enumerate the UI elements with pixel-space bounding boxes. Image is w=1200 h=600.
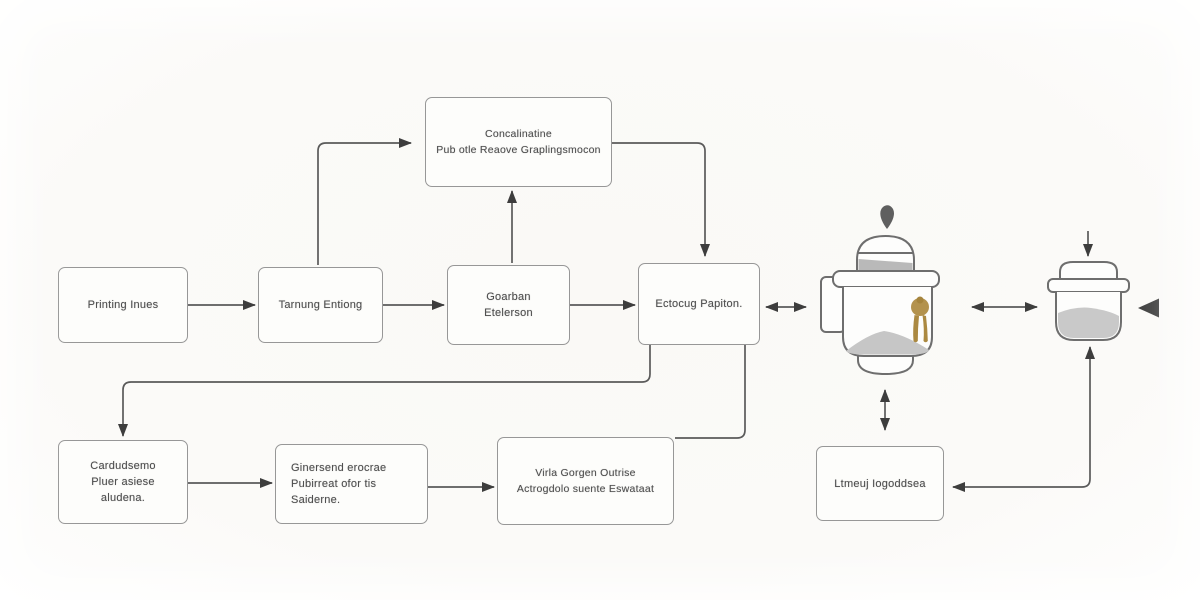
edge-step4-bottom3 (675, 345, 746, 439)
pot-lid (1059, 261, 1118, 280)
flow-node-process-top: Concalinatine Pub otle Reaove Graplingsm… (425, 97, 612, 187)
node-label-line: Ginersend erocrae (291, 462, 387, 474)
jar-tassel-icon (911, 296, 929, 343)
drip-icon (880, 205, 895, 229)
edge-pot-bottom4-double (952, 346, 1095, 492)
flow-node-bottom4: Ltmeuj Iogoddsea (816, 446, 944, 521)
flow-node-step1: Printing Inues (58, 267, 188, 343)
node-label-line: Printing Inues (87, 299, 159, 311)
pot-liquid-fill (1058, 307, 1119, 338)
pot-rim (1047, 278, 1130, 293)
node-label-line: Ectocug Papiton. (655, 298, 743, 310)
node-label-line: Pluer asiese (91, 476, 155, 488)
flow-node-bottom2: Ginersend erocrae Pubirreat ofor tis Sai… (275, 444, 428, 524)
pot-icon (1047, 261, 1130, 341)
flow-node-bottom1: Cardudsemo Pluer asiese aludena. (58, 440, 188, 524)
node-label-line: Goarban (486, 291, 531, 303)
node-label-line: Pubirreat ofor tis (291, 478, 377, 490)
node-label-line: Etelerson (484, 307, 533, 319)
edge-step2-processtop (317, 138, 412, 265)
edge-layer (118, 138, 1095, 492)
flow-node-step2: Tarnung Entiong (258, 267, 383, 343)
node-label-line: Tarnung Entiong (278, 299, 363, 311)
grinder-jar-icon (820, 234, 940, 376)
node-label-line: Saiderne. (291, 494, 341, 506)
jar-dome-fill (858, 259, 913, 271)
flow-node-step3: Goarban Etelerson (447, 265, 570, 345)
node-label-line: Actrogdolo suente Eswataat (516, 483, 655, 495)
flow-node-bottom3: Virla Gorgen Outrise Actrogdolo suente E… (497, 437, 674, 525)
node-label-line: Ltmeuj Iogoddsea (834, 477, 926, 490)
node-label-line: Pub otle Reaove Graplingsmocon (436, 144, 601, 156)
edge-step4-bottom1 (118, 345, 651, 437)
node-label-line: Concalinatine (485, 128, 552, 140)
node-label-line: Virla Gorgen Outrise (535, 467, 636, 479)
left-arrowhead-icon (1138, 298, 1159, 318)
node-label-line: aludena. (100, 492, 146, 504)
flow-node-step4: Ectocug Papiton. (638, 263, 760, 345)
jar-foot (857, 354, 914, 376)
node-label-line: Cardudsemo (90, 460, 156, 472)
jar-powder-mound (846, 331, 929, 355)
edge-processtop-step4 (610, 142, 710, 257)
jar-rim (832, 270, 940, 288)
